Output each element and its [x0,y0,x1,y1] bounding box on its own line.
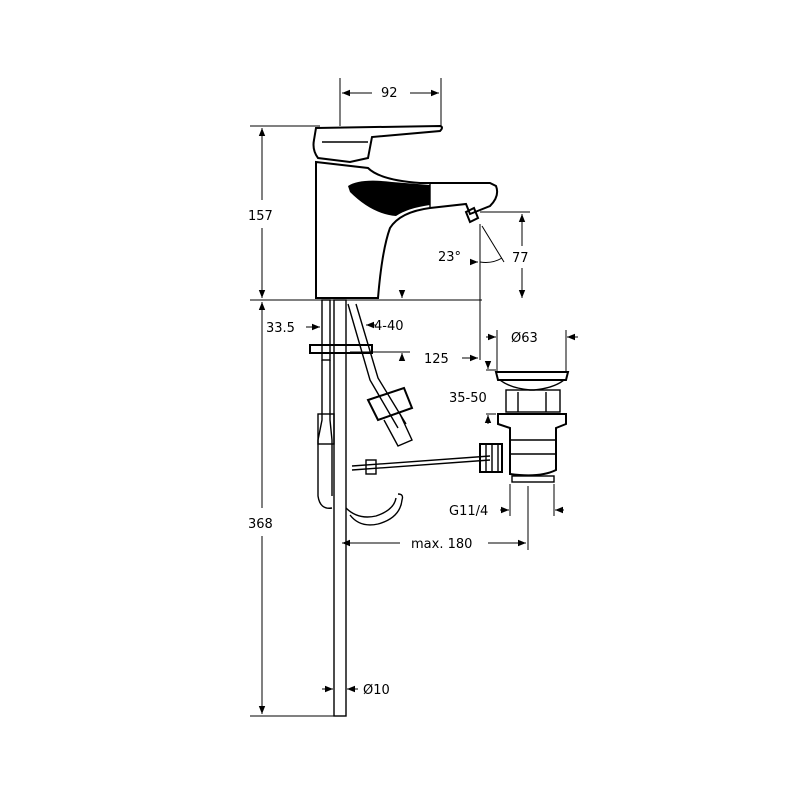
dim-waste-thread [500,484,564,516]
label-height-upper: 157 [248,209,273,224]
waste-assembly [479,371,570,483]
label-rod-length: max. 180 [411,537,472,552]
label-pipe-diameter: Ø10 [363,683,390,698]
under-deck-assembly [309,299,491,717]
dim-spout-height [480,211,530,298]
dim-width-top [339,78,442,126]
dim-rod-length [342,486,529,550]
label-waste-range: 35-50 [449,391,487,406]
dim-height-lower [250,302,334,717]
label-spout-angle: 23° [438,250,461,265]
dim-height-upper [250,125,320,298]
dim-deck-range [350,290,410,361]
dim-waste-range [484,361,496,424]
label-deck-range: 4-40 [374,319,404,334]
label-height-lower: 368 [248,517,273,532]
dim-waste-diameter [486,330,578,372]
label-waste-thread: G11/4 [449,504,488,519]
label-reach: 125 [424,352,449,367]
label-width-top: 92 [381,86,398,101]
dim-spout-angle [470,224,505,360]
label-spout-height: 77 [512,251,529,266]
label-deck-thickness: 33.5 [266,321,295,336]
label-waste-diameter: Ø63 [511,331,538,346]
faucet-body [312,124,499,299]
